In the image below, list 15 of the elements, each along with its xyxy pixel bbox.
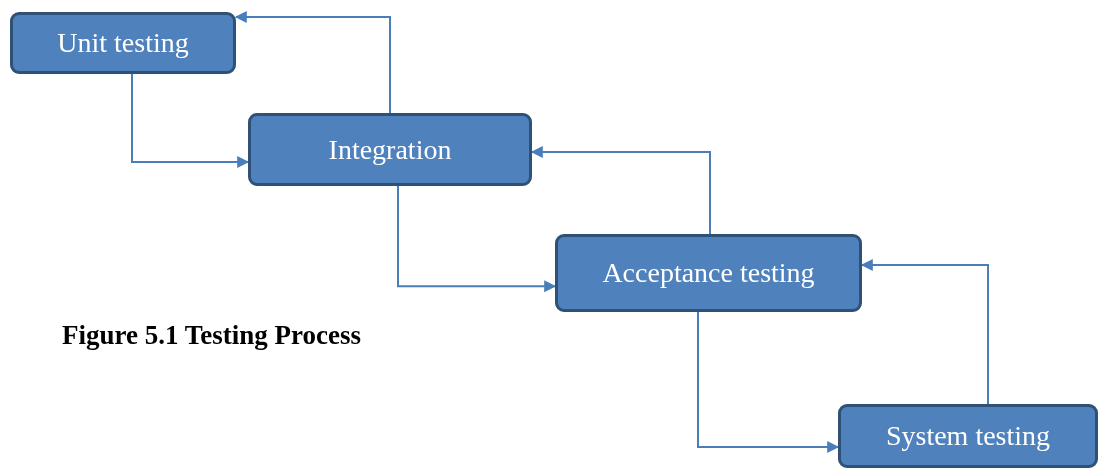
arrow: [530, 146, 711, 235]
arrow: [131, 73, 250, 168]
arrow: [397, 185, 557, 293]
arrow: [697, 311, 840, 453]
process-box: [10, 12, 236, 74]
process-box: [838, 404, 1098, 468]
box-label: Integration: [328, 133, 452, 166]
process-box: [248, 113, 532, 186]
box-label: System testing: [885, 420, 1051, 452]
arrow: [234, 11, 391, 114]
figure-caption: Figure 5.1 Testing Process: [62, 320, 361, 351]
arrow: [860, 259, 989, 405]
process-box: [555, 234, 862, 312]
box-label: Unit testing: [57, 27, 189, 59]
box-label: Acceptance testing: [602, 257, 815, 289]
